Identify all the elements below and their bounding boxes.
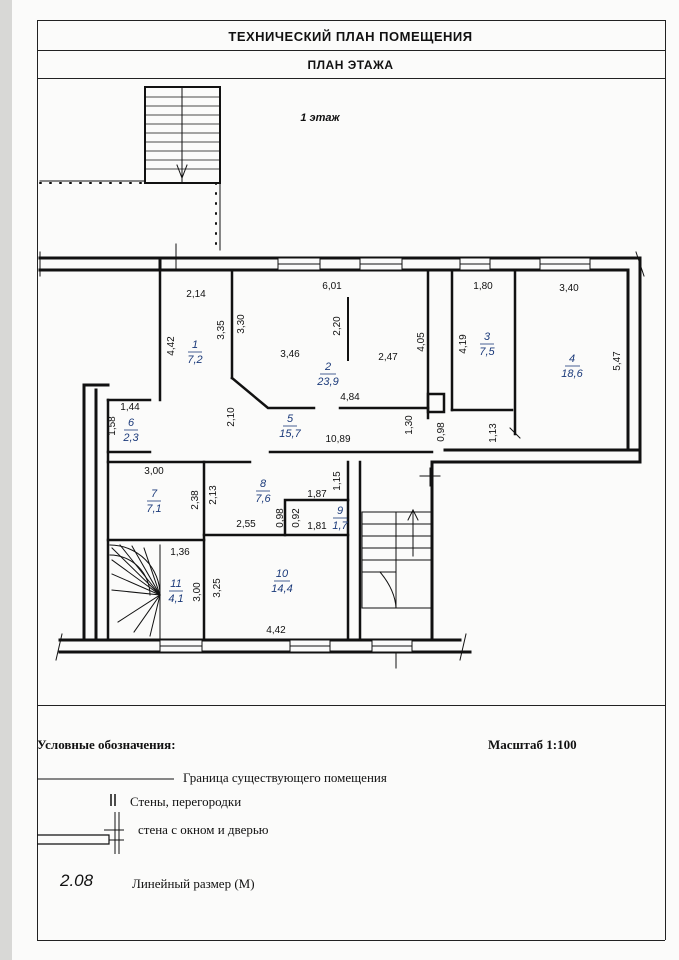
dim-1-36: 1,36 <box>170 547 190 558</box>
dim-1-13: 1,13 <box>488 423 499 443</box>
dim-4-19: 4,19 <box>458 334 469 354</box>
dim-1-15: 1,15 <box>332 471 343 491</box>
dim-0-98-a: 0,98 <box>436 422 447 442</box>
room-6-number: 6 <box>128 417 135 429</box>
legend-window-wall-symbol <box>37 834 110 845</box>
drawing-frame <box>37 20 666 940</box>
room-9-area: 1,7 <box>332 520 348 532</box>
dim-1-30: 1,30 <box>404 415 415 435</box>
doc-title: ТЕХНИЧЕСКИЙ ПЛАН ПОМЕЩЕНИЯ <box>228 29 473 44</box>
spiral-stair <box>109 544 161 641</box>
section-breaks <box>39 243 645 669</box>
room-5-area: 15,7 <box>279 428 301 440</box>
dim-3-30: 3,30 <box>236 314 247 334</box>
dim-3-40: 3,40 <box>559 283 579 294</box>
room-9-number: 9 <box>337 505 343 517</box>
header-divider <box>37 50 665 51</box>
room-7-number: 7 <box>151 488 158 500</box>
room-10-area: 14,4 <box>271 583 292 595</box>
dim-2-55: 2,55 <box>236 519 256 530</box>
dim-6-01: 6,01 <box>322 281 342 292</box>
room-3-area: 7,5 <box>479 346 495 358</box>
dim-4-42-b: 4,42 <box>266 625 286 636</box>
dim-1-44: 1,44 <box>120 402 140 413</box>
frame-bottom-line <box>37 940 665 941</box>
dim-2-47: 2,47 <box>378 352 398 363</box>
room-3-number: 3 <box>484 331 491 343</box>
dim-2-14: 2,14 <box>186 289 206 300</box>
interior-walls <box>106 268 517 642</box>
room-6-area: 2,3 <box>122 432 139 444</box>
dim-3-00-b: 3,00 <box>192 582 203 602</box>
dim-4-84: 4,84 <box>340 392 360 403</box>
dim-1-80: 1,80 <box>473 281 493 292</box>
room-8-number: 8 <box>260 478 267 490</box>
room-7-area: 7,1 <box>146 503 161 515</box>
dim-0-98-b: 0,98 <box>275 508 286 528</box>
stairwell <box>361 508 433 609</box>
external-stair <box>39 86 221 251</box>
dim-3-35: 3,35 <box>216 320 227 340</box>
room-8-area: 7,6 <box>255 493 271 505</box>
legend-dimension-text: Линейный размер (М) <box>132 876 255 891</box>
room-2-number: 2 <box>324 361 331 373</box>
dim-1-87: 1,87 <box>307 489 327 500</box>
legend-symbols <box>37 778 174 854</box>
dim-2-10: 2,10 <box>226 407 237 427</box>
doc-subtitle: ПЛАН ЭТАЖА <box>307 58 394 72</box>
frame-top-line <box>37 20 665 21</box>
floor-label: 1 этаж <box>300 112 340 124</box>
room-5-number: 5 <box>287 413 294 425</box>
dim-2-13: 2,13 <box>208 485 219 505</box>
legend-boundary-text: Граница существующего помещения <box>183 770 387 785</box>
dim-2-38: 2,38 <box>190 490 201 510</box>
dim-3-00-a: 3,00 <box>144 466 164 477</box>
room-2-area: 23,9 <box>316 376 338 388</box>
dim-4-05: 4,05 <box>416 332 427 352</box>
room-11-area: 4,1 <box>168 593 183 605</box>
room-4-number: 4 <box>569 353 575 365</box>
dim-3-25: 3,25 <box>212 578 223 598</box>
windows <box>159 257 591 653</box>
room-1-number: 1 <box>192 339 198 351</box>
legend-window-door-text: стена с окном и дверью <box>138 822 269 837</box>
legend-divider <box>37 705 665 706</box>
dim-5-47: 5,47 <box>612 351 623 371</box>
scan-spine <box>0 0 12 960</box>
scale-label: Масштаб 1:100 <box>488 737 577 752</box>
dim-1-81: 1,81 <box>307 521 327 532</box>
dim-0-92: 0,92 <box>291 508 302 528</box>
dim-10-89: 10,89 <box>325 434 350 445</box>
room-10-number: 10 <box>276 568 289 580</box>
room-1-area: 7,2 <box>187 354 202 366</box>
dim-4-42: 4,42 <box>166 336 177 356</box>
dim-1-58: 1,58 <box>107 416 118 436</box>
room-11-number: 11 <box>170 578 181 590</box>
dim-3-46: 3,46 <box>280 349 300 360</box>
header-bottom-line <box>37 78 665 79</box>
room-4-area: 18,6 <box>561 368 583 380</box>
legend-walls-text: Стены, перегородки <box>130 794 242 809</box>
legend-title: Условные обозначения: <box>37 737 176 752</box>
plan-sheet <box>12 0 679 960</box>
dim-2-20: 2,20 <box>332 316 343 336</box>
legend-dimension-sample: 2.08 <box>60 871 94 890</box>
